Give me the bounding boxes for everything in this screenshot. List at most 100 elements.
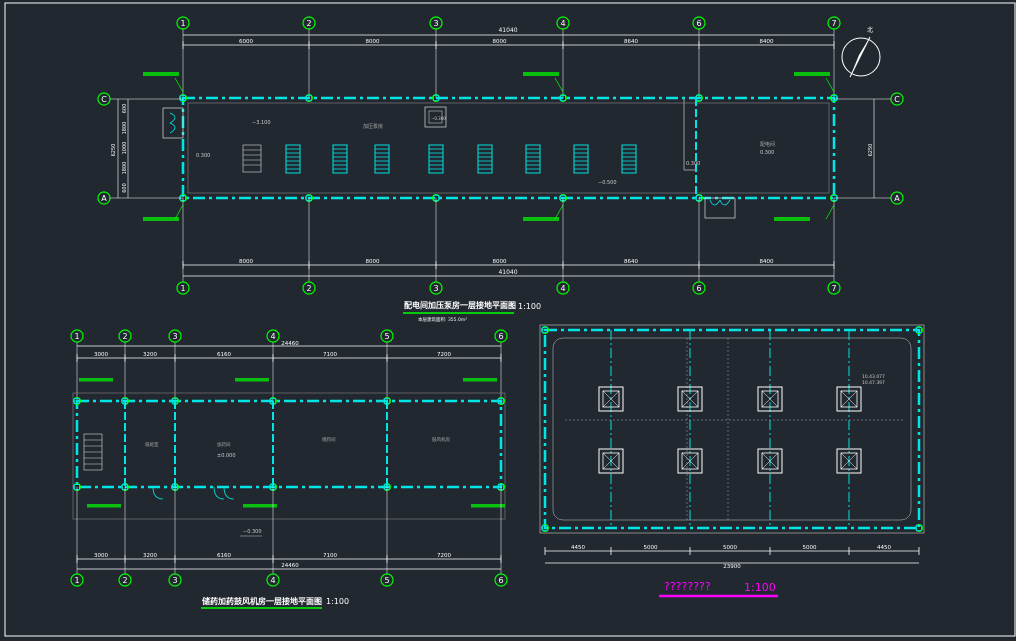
plan1-side-total-right: 6250 (868, 144, 874, 157)
plan2-room-1: 值班室 (145, 441, 159, 448)
plan2-axis-bottom-4-label: 4 (270, 576, 275, 585)
plan2-axis-bottom-4 (266, 573, 280, 587)
plan1-axis-top-7 (827, 16, 841, 30)
plan1-dim-bottom-0: 8000 (239, 259, 253, 265)
plan1-axis-top-4-label: 4 (560, 19, 565, 28)
plan2-elev-1: ±0.000 (217, 453, 236, 459)
column-pad-icon (598, 386, 624, 412)
plan2-elev-2: −0.300 (243, 529, 262, 535)
plan1-dim-top-3: 8640 (624, 39, 638, 45)
plan1-elev-4: 0.300 (686, 161, 700, 167)
plan2-dim-bottom-4: 7200 (437, 553, 451, 559)
plan1-total-bottom: 41040 (498, 269, 517, 276)
plan3-dim-2: 5000 (723, 545, 737, 551)
column-pad-icon (677, 386, 703, 412)
plan1-axis-bottom-3 (429, 281, 443, 295)
plan1-room-1: 加压泵房 (363, 123, 383, 130)
pump-icon (285, 144, 301, 174)
plan1-axis-top-3 (429, 16, 443, 30)
plan1-elev-2: 0.300 (196, 153, 210, 159)
column-pad-icon (757, 386, 783, 412)
grounding-point-icon (541, 524, 549, 532)
plan2-dim-top-4: 7200 (437, 352, 451, 358)
plan3-elev-1: 10.43.077 (862, 374, 885, 380)
plan1-dim-top-0: 6000 (239, 39, 253, 45)
plan2-dim-bottom-3: 7100 (323, 553, 337, 559)
plan2-axis-top-1 (70, 329, 84, 343)
plan2-axis-top-6 (494, 329, 508, 343)
plan2-axis-bottom-5 (380, 573, 394, 587)
north-arrow-icon: 北 (841, 26, 881, 78)
plan1-axis-top-7-label: 7 (831, 19, 836, 28)
plan2-dim-top-0: 3000 (94, 352, 108, 358)
plan1-axis-bottom-2-label: 2 (306, 284, 311, 293)
grounding-point-icon (695, 94, 703, 102)
plan1-dim-top-2: 8000 (493, 39, 507, 45)
plan1-side-dim-3: 1800 (122, 162, 128, 175)
plan1-elev-1: −3.100 (252, 120, 271, 126)
pump-icon (573, 144, 589, 174)
plan1-axis-left-C-label: C (101, 95, 107, 104)
plan2-axis-top-5 (380, 329, 394, 343)
plan2-scale: 1:100 (326, 597, 349, 606)
plan1-elev-3: −0.300 (431, 116, 446, 121)
plan1-axis-top-4 (556, 16, 570, 30)
plan1-elev-5: −0.500 (598, 180, 617, 186)
plan2-room-4: 鼓风机房 (432, 436, 450, 443)
plan1-axis-right-C-label: C (894, 95, 900, 104)
plan2-dim-top-1: 3200 (143, 352, 157, 358)
plan1-axis-top-2 (302, 16, 316, 30)
plan2-room-3: 储药间 (322, 436, 336, 443)
plan2-axis-top-1-label: 1 (74, 332, 79, 341)
pump-icon (428, 144, 444, 174)
plan1-dim-bottom-3: 8640 (624, 259, 638, 265)
plan1-axis-top-1 (176, 16, 190, 30)
door-swing-icon-2 (709, 199, 731, 206)
plan2-axis-bottom-2 (118, 573, 132, 587)
plan2-dim-bottom-0: 3000 (94, 553, 108, 559)
plan2-axis-bottom-3-label: 3 (172, 576, 177, 585)
plan1-elev-6: 0.300 (760, 150, 774, 156)
grounding-point-icon (179, 94, 187, 102)
plan1-axis-bottom-6-label: 6 (696, 284, 701, 293)
door-swing-icon-3 (152, 486, 235, 500)
plan1-axis-top-2-label: 2 (306, 19, 311, 28)
plan2-axis-bottom-6-label: 6 (498, 576, 503, 585)
door-swing-icon (169, 112, 176, 134)
plan1-wall-outline (181, 96, 836, 200)
plan2-axis-top-5-label: 5 (384, 332, 389, 341)
plan2-axis-top-6-label: 6 (498, 332, 503, 341)
plan1-axis-bottom-3-label: 3 (433, 284, 438, 293)
plan1-axis-left-A-label: A (101, 194, 107, 203)
plan1-note: 本层建筑面积: 355.0m² (418, 316, 467, 323)
grounding-point-icon (915, 524, 923, 532)
stair-icon (242, 144, 262, 173)
plan1-side-total-left: 6250 (111, 144, 117, 157)
plan2-axis-top-3-label: 3 (172, 332, 177, 341)
plan1-side-dim-1: 1800 (122, 122, 128, 135)
plan2-axis-bottom-1-label: 1 (74, 576, 79, 585)
plan1-axis-bottom-1 (176, 281, 190, 295)
grounding-point-icon (559, 94, 567, 102)
plan1-axis-bottom-7-label: 7 (831, 284, 836, 293)
plan2-axis-bottom-1 (70, 573, 84, 587)
grounding-point-icon (305, 94, 313, 102)
plan2-dim-bottom-1: 3200 (143, 553, 157, 559)
plan2-axis-bottom-2-label: 2 (122, 576, 127, 585)
pump-icon (525, 144, 541, 174)
plan2-total-bottom: 24460 (281, 563, 299, 569)
plan2-total-top: 24460 (281, 341, 299, 347)
plan1-axis-top-6-label: 6 (696, 19, 701, 28)
plan1-axis-bottom-2 (302, 281, 316, 295)
plan2-dim-top-2: 6160 (217, 352, 231, 358)
pump-icon (621, 144, 637, 174)
plan1-scale: 1:100 (518, 302, 541, 311)
plan1-axis-bottom-1-label: 1 (180, 284, 185, 293)
plan1-axis-top-1-label: 1 (180, 19, 185, 28)
plan1-dim-bottom-1: 8000 (366, 259, 380, 265)
plan3-dim-0: 4450 (571, 545, 585, 551)
plan2-axis-bottom-3 (168, 573, 182, 587)
